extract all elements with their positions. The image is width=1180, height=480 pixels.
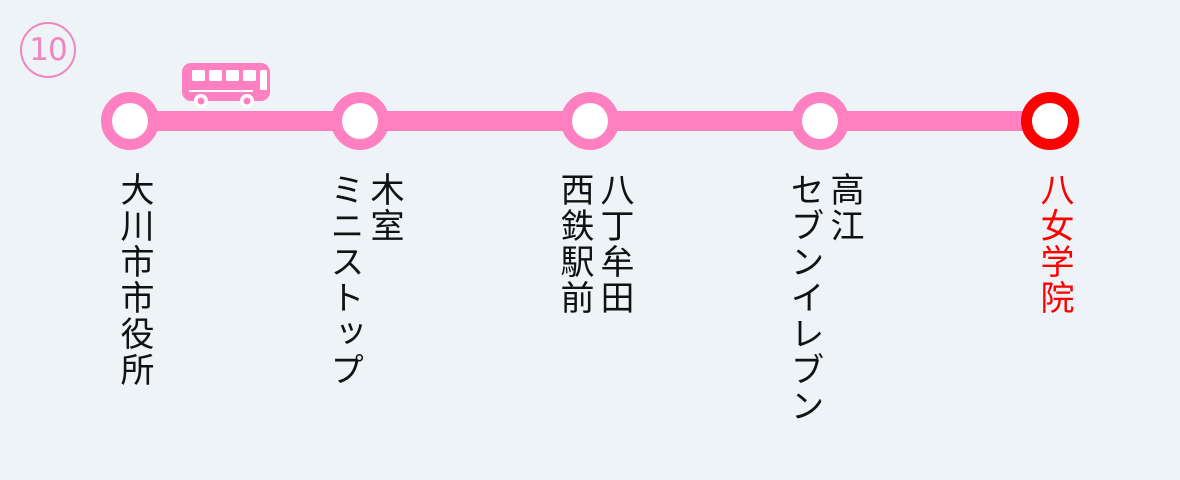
stop-name-group: 高江 セブンイレブン xyxy=(782,172,864,462)
stop-name-group: 木室 ミニストップ xyxy=(322,172,404,432)
stop-name: 西鉄駅前 xyxy=(554,172,594,316)
stop-name-group: 八丁牟田 西鉄駅前 xyxy=(552,172,634,432)
stop-marker xyxy=(791,92,849,150)
stop-name: セブンイレブン xyxy=(784,172,824,424)
bus-icon xyxy=(182,63,270,108)
stop-name-group: 八女学院 xyxy=(1032,172,1074,372)
stop-marker xyxy=(101,92,159,150)
route-number-badge: 10 xyxy=(20,22,76,78)
stop-name: 八丁牟田 xyxy=(594,172,634,316)
stop-name: 木室 xyxy=(364,172,404,244)
current-stop-name: 八女学院 xyxy=(1034,172,1074,316)
stop-name-group: 大川市市役所 xyxy=(112,172,154,432)
stop-name: 高江 xyxy=(824,172,864,244)
stop-name: ミニストップ xyxy=(324,172,364,388)
stop-marker xyxy=(561,92,619,150)
current-stop-marker xyxy=(1021,92,1079,150)
stop-marker xyxy=(331,92,389,150)
stop-name: 大川市市役所 xyxy=(114,172,154,388)
